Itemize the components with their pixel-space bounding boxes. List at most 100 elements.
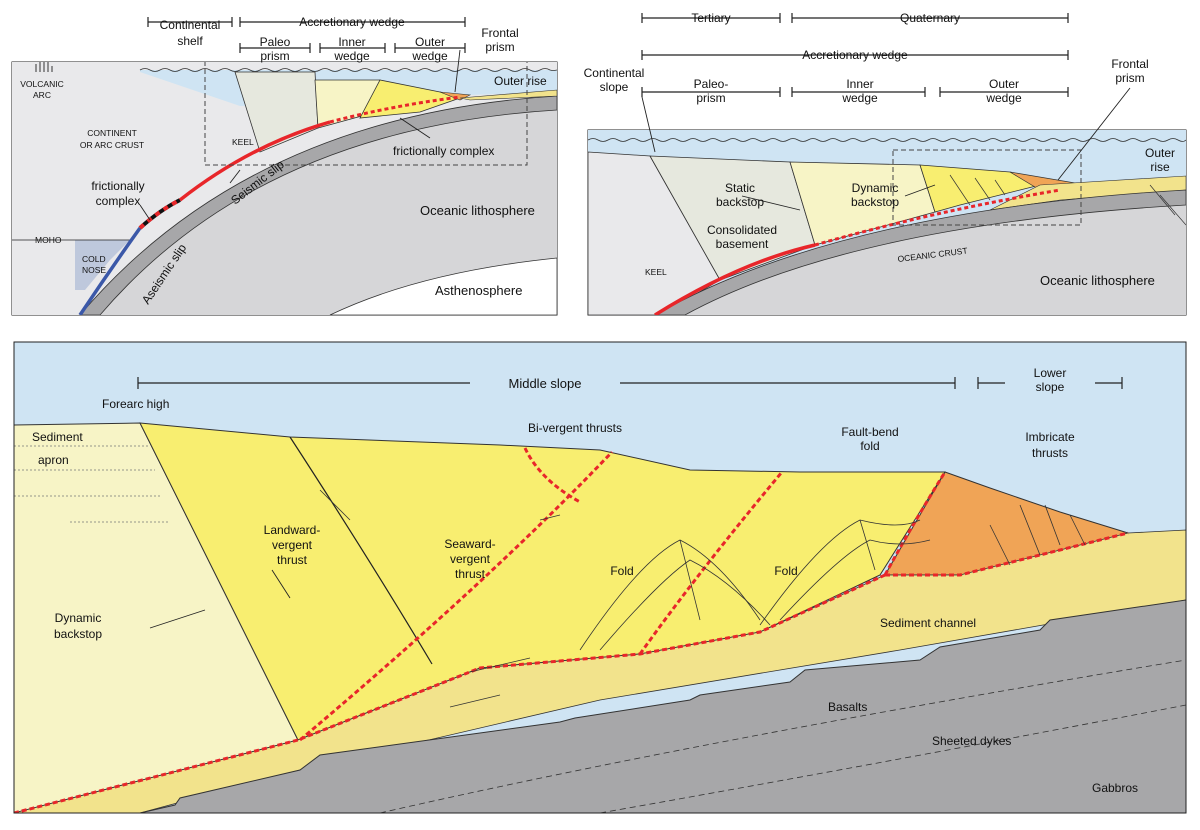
consolidated-basement-label-2: basement: [716, 237, 769, 251]
continent-label-1: CONTINENT: [87, 128, 137, 138]
panel-b: [587, 13, 1187, 316]
dynamic-backstop-b-label-1: Dynamic: [852, 181, 899, 195]
frictional-lower-dash: [138, 198, 181, 230]
basalts-label: Basalts: [828, 700, 867, 714]
static-backstop-label-1: Static: [725, 181, 755, 195]
inner-wedge-a-label-2: wedge: [333, 49, 370, 63]
oceanic-crust-c: [139, 599, 1186, 813]
volcano-icon: [35, 62, 53, 72]
thrust-sketch-b: [949, 174, 1186, 226]
continental-slope-label-2: slope: [600, 80, 629, 94]
panel-a-zoom-box: [204, 62, 528, 166]
frontal-prism-b-label-2: prism: [1115, 71, 1144, 85]
panel-b-scale-bars: [641, 13, 1069, 97]
fold-1-label: Fold: [610, 564, 633, 578]
accretionary-wedge-b-label: Accretionary wedge: [802, 48, 908, 62]
outer-rise-b-label-1: Outer: [1145, 146, 1175, 160]
dynamic-backstop-c-label-2: backstop: [54, 627, 102, 641]
quaternary-label: Quaternary: [900, 11, 960, 25]
landward-thrust-label-2: vergent: [272, 538, 313, 552]
paleo-prism-b-label-1: Paleo-: [694, 77, 729, 91]
volcanic-arc-label-1: VOLCANIC: [20, 79, 63, 89]
slab-a: [79, 95, 557, 315]
consolidated-basement-label-1: Consolidated: [707, 223, 777, 237]
frontal-prism-a-label-2: prism: [485, 40, 514, 54]
panel-c-leaders: [149, 569, 291, 629]
outer-rise-b-label-2: rise: [1150, 160, 1170, 174]
fault-bend-fold-label-1: Fault-bend: [841, 425, 898, 439]
asthenosphere-label: Asthenosphere: [435, 283, 522, 298]
middle-slope-label: Middle slope: [509, 376, 582, 391]
forearc-high-label: Forearc high: [102, 397, 169, 411]
panel-c: [13, 341, 1187, 814]
oceanic-crust-b: [654, 189, 1186, 315]
lower-slope-label-2: slope: [1036, 380, 1065, 394]
landward-thrust-line: [289, 436, 433, 665]
seismic-segment: [178, 120, 331, 202]
frontal-prism-b-label-1: Frontal: [1111, 57, 1148, 71]
dykes-boundary: [379, 659, 1186, 813]
tertiary-label: Tertiary: [691, 11, 730, 25]
moho-label: MOHO: [35, 235, 62, 245]
lower-slope-label-1: Lower: [1034, 366, 1067, 380]
oceanic-lithosphere-a-label: Oceanic lithosphere: [420, 203, 535, 218]
panel-c-frame: [13, 341, 1187, 814]
panel-b-leaders: [641, 87, 1131, 211]
inner-wedge-b-label-2: wedge: [841, 91, 878, 105]
panel-a: [11, 17, 558, 316]
main-decollement: [14, 573, 886, 813]
fold-2-label: Fold: [774, 564, 797, 578]
continent-label-2: OR ARC CRUST: [80, 140, 144, 150]
frictionally-complex-lower-1: frictionally: [91, 179, 144, 193]
landward-thrust-label-1: Landward-: [264, 523, 321, 537]
continental-shelf-label-1: Continental: [160, 18, 221, 32]
sediment-apron-label-1: Sediment: [32, 430, 83, 444]
outer-wedge-a-label-2: wedge: [411, 49, 448, 63]
oceanic-lithosphere-b: [660, 205, 1186, 315]
sea-surface-a: [139, 68, 557, 72]
seismic-segment-b: [654, 243, 816, 315]
seaward-thrust-label-2: vergent: [450, 552, 491, 566]
panel-c-scale-bars: [137, 377, 1123, 389]
keel-b-label: KEEL: [645, 267, 667, 277]
sediment-channel-label: Sediment channel: [880, 616, 976, 630]
keel-a-label: KEEL: [232, 137, 254, 147]
inner-wedge-a-label-1: Inner: [338, 35, 365, 49]
outer-wedge-b: [919, 164, 1042, 213]
sheeted-dykes-label: Sheeted dykes: [932, 734, 1011, 748]
fold-sketches: [319, 489, 1086, 708]
cold-nose-label-2: NOSE: [82, 265, 106, 275]
outer-wedge-a-label-1: Outer: [415, 35, 445, 49]
bi-vergent-thrusts-label: Bi-vergent thrusts: [528, 421, 622, 435]
paleo-prism-b-label-2: prism: [696, 91, 725, 105]
frictionally-complex-upper-label: frictionally complex: [393, 144, 494, 158]
cold-nose-label-1: COLD: [82, 254, 106, 264]
landward-thrust-label-3: thrust: [277, 553, 308, 567]
dynamic-backstop-c-label-1: Dynamic: [55, 611, 102, 625]
gabbros-label: Gabbros: [1092, 781, 1138, 795]
outer-rise-a-label: Outer rise: [494, 74, 547, 88]
asthenosphere-a: [329, 257, 557, 315]
aseismic-segment: [78, 226, 142, 315]
panel-a-scale-bars: [147, 17, 466, 53]
volcanic-arc-label-2: ARC: [33, 90, 51, 100]
imbricate-thrusts-label-1: Imbricate: [1025, 430, 1075, 444]
frontal-prism-a-label-1: Frontal: [481, 26, 518, 40]
imbricate-decollement: [885, 531, 1129, 577]
static-backstop-label-2: backstop: [716, 195, 764, 209]
frictionally-complex-lower-2: complex: [96, 194, 141, 208]
sediment-apron-label-2: apron: [38, 453, 69, 467]
seaward-thrust-label-3: thrust: [455, 567, 486, 581]
seaward-thrust-fault: [299, 450, 614, 742]
continental-slope-label-1: Continental: [584, 66, 645, 80]
frictional-upper-dash: [329, 95, 461, 124]
panel-a-leaders: [139, 49, 461, 221]
cold-nose: [75, 240, 130, 290]
dynamic-backstop-b-label-2: backstop: [851, 195, 899, 209]
paleo-prism-a-label-2: prism: [260, 49, 289, 63]
oceanic-lithosphere-a: [80, 110, 557, 315]
fold-thrust-fault: [638, 471, 784, 655]
outer-wedge-b-label-1: Outer: [989, 77, 1019, 91]
oceanic-lithosphere-b-label: Oceanic lithosphere: [1040, 273, 1155, 288]
